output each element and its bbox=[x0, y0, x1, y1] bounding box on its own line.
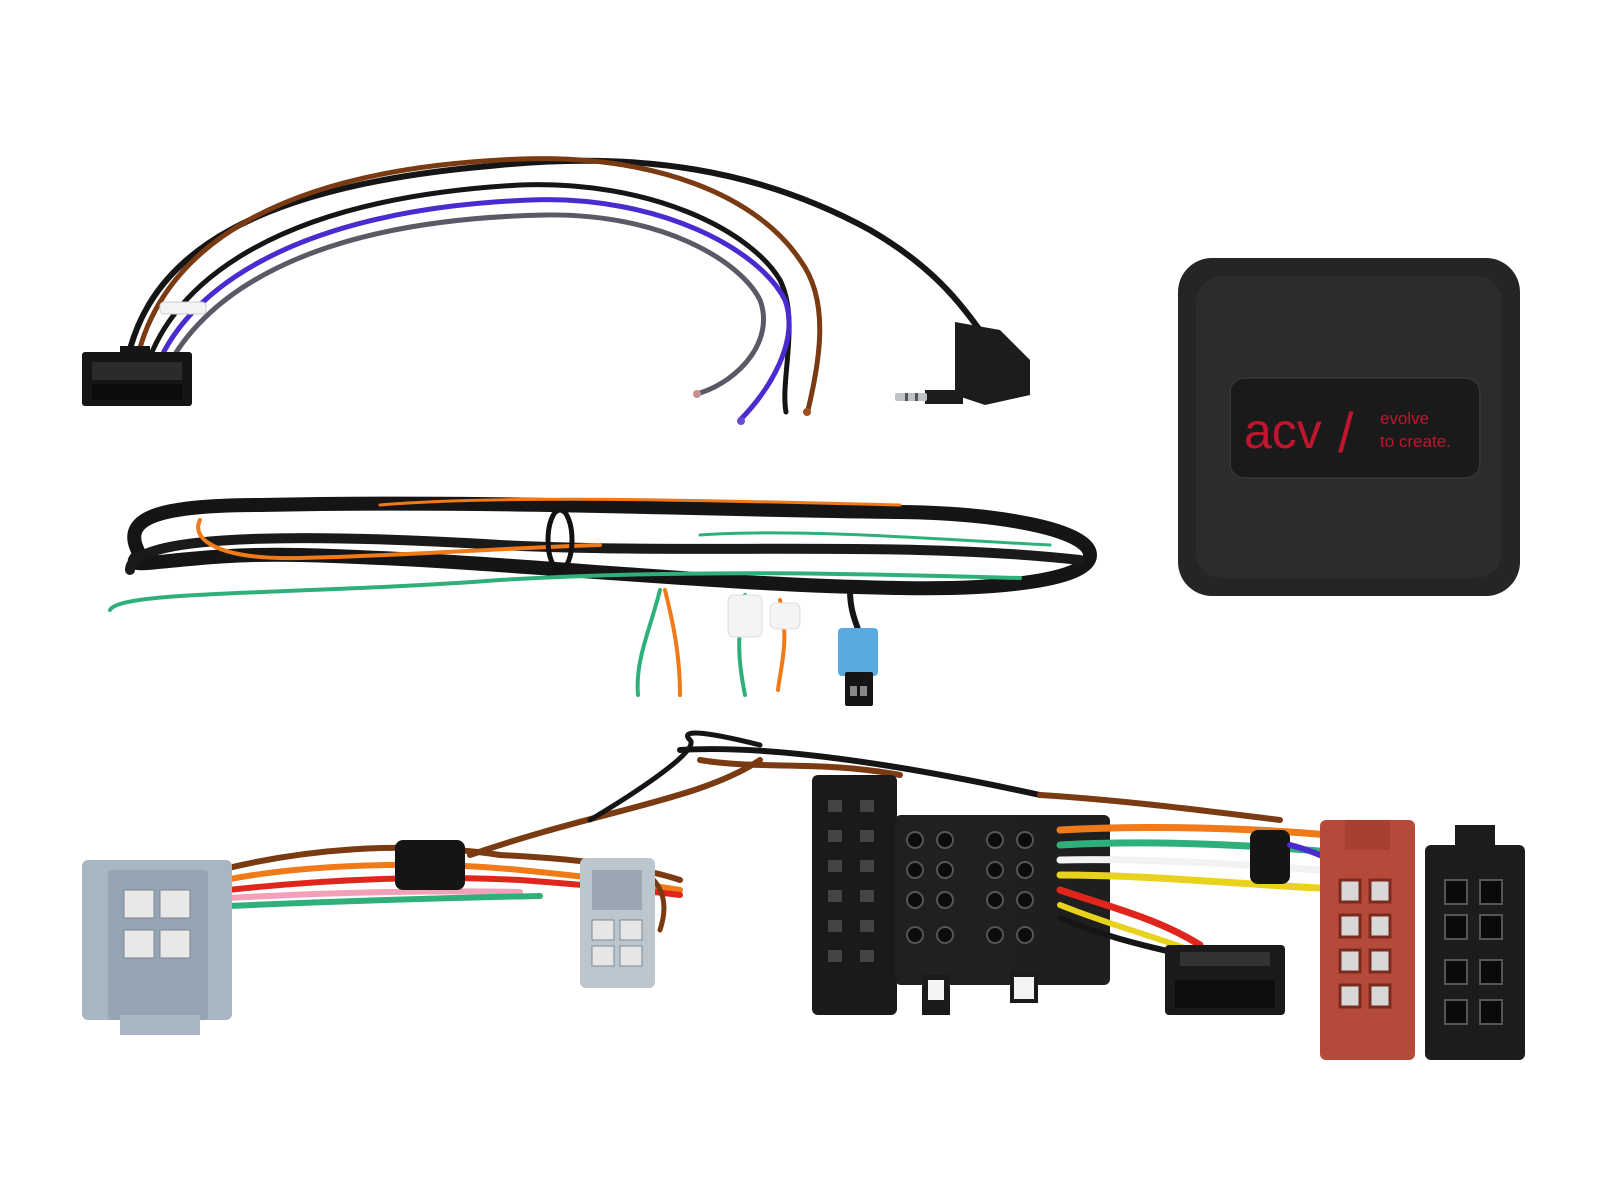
blue-connector bbox=[838, 628, 878, 676]
quadlock-side-block bbox=[812, 775, 897, 1015]
logo-label bbox=[1229, 377, 1481, 479]
tape-wrap bbox=[1250, 830, 1290, 884]
brand-tagline-2: to create. bbox=[1380, 432, 1451, 451]
tape-wrap bbox=[395, 840, 465, 890]
label-tag bbox=[769, 602, 801, 630]
label-tag bbox=[727, 594, 763, 638]
wire-end bbox=[693, 390, 701, 398]
interface-box: acv / evolve to create. bbox=[1178, 258, 1520, 596]
brand-name: acv bbox=[1244, 403, 1322, 459]
wire-end bbox=[737, 417, 745, 425]
orange-wire bbox=[196, 518, 602, 561]
brand-slash: / bbox=[1338, 401, 1354, 464]
brown-wire bbox=[132, 156, 823, 413]
green-wire bbox=[108, 571, 1022, 612]
wire-end bbox=[803, 408, 811, 416]
iso-connector-red bbox=[1320, 820, 1415, 1060]
braided-loom-cable bbox=[108, 496, 1098, 706]
cable-tie bbox=[545, 507, 575, 573]
violet-wire bbox=[152, 197, 792, 423]
jack-plug bbox=[895, 393, 927, 401]
cable-tie bbox=[159, 301, 207, 315]
black-connector bbox=[845, 672, 873, 706]
iso-connector-black bbox=[1425, 845, 1525, 1060]
quadlock-pins bbox=[906, 831, 1034, 944]
jack-housing bbox=[955, 322, 1030, 405]
grey-wire bbox=[162, 212, 767, 396]
brand-tagline-1: evolve bbox=[1380, 409, 1429, 428]
vehicle-harness bbox=[82, 730, 1525, 1060]
steering-cable-top bbox=[82, 156, 1030, 425]
